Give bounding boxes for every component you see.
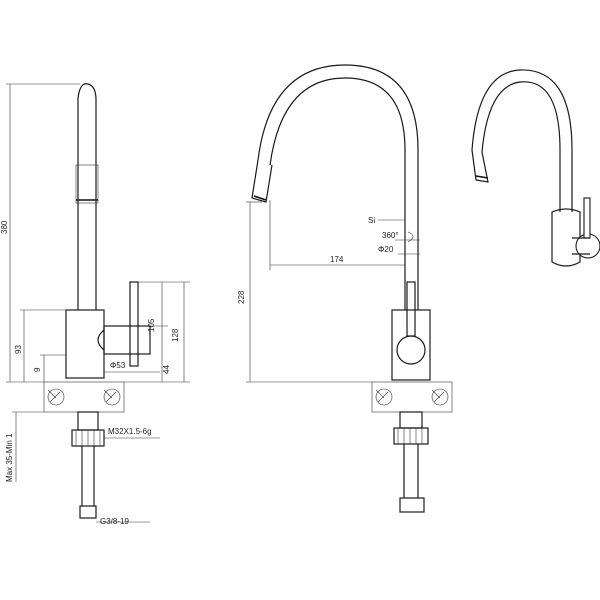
- middle-spout-outer: [269, 77, 406, 310]
- middle-hose-fitting: [399, 497, 425, 513]
- left-side-view: 380 93 9 105 128 44 Φ53 M32X1.5-6g Max 3…: [0, 83, 190, 526]
- middle-nut: [393, 427, 429, 445]
- dim-body-total: 128: [171, 328, 180, 342]
- middle-spout-inner: [257, 64, 419, 310]
- middle-dimension-lines: [246, 200, 420, 383]
- dim-hose: G3/8-19: [100, 517, 129, 526]
- right-perspective-view: [471, 69, 600, 267]
- right-spout-inner: [471, 69, 573, 212]
- left-counter: [43, 381, 125, 413]
- dim-thread: M32X1.5-6g: [108, 427, 152, 436]
- dim-spout-dia: Φ20: [378, 245, 394, 254]
- right-spout-outer: [481, 81, 561, 212]
- dim-bottom: 44: [162, 365, 171, 374]
- left-lever-housing: [103, 325, 151, 355]
- dim-rotation-label: Si: [368, 216, 375, 225]
- left-hose-fitting: [79, 505, 97, 519]
- left-spout: [77, 83, 97, 310]
- right-body: [551, 208, 581, 267]
- left-spray-head: [75, 164, 99, 204]
- middle-body: [391, 309, 431, 381]
- dim-reach-174: 174: [330, 255, 344, 264]
- left-dimension-lines: [6, 83, 190, 523]
- dim-body-lever: 105: [147, 318, 156, 332]
- dim-height-total: 380: [0, 220, 9, 234]
- middle-spray-head: [251, 159, 273, 203]
- right-spray-head: [471, 149, 489, 183]
- middle-counter: [371, 381, 453, 413]
- dim-max-min: Max 35-Min 1: [5, 433, 14, 482]
- left-handle: [129, 281, 139, 367]
- middle-front-view: 228 174 Si 360° Φ20: [237, 64, 453, 513]
- middle-handle-cap: [396, 335, 426, 365]
- dim-diameter: Φ53: [110, 361, 126, 370]
- dim-height-228: 228: [237, 290, 246, 304]
- dim-rotation: 360°: [382, 231, 399, 240]
- dim-collar: 9: [33, 367, 42, 372]
- dim-base-to-lever: 93: [14, 345, 23, 354]
